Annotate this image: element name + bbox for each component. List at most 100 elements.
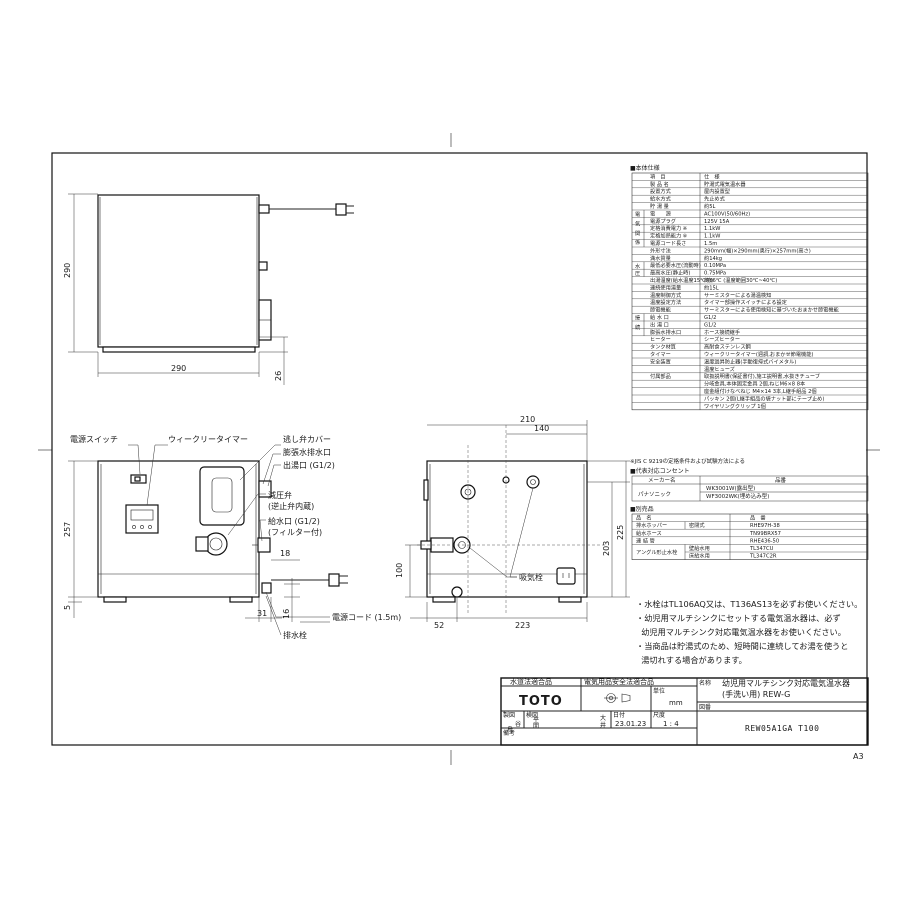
spec-row-value: 先止め式 [704,195,726,203]
top-view-body [97,194,260,348]
spec-row-item: 温度制御方式 [650,291,682,299]
spec-row-item: 製 品 名 [650,180,669,188]
spec-row-item: 最高水圧(静止時) [650,269,690,277]
side-view-outlet-socket [556,567,576,585]
unit-value: mm [669,699,683,707]
spec-row-item: 電 源 [650,209,672,217]
note-line-4: ・当商品は貯湯式のため、短時間に連続してお湯を使うと [636,641,848,651]
spec-row-item: 給水方式 [650,195,672,203]
check-name-2: 間 [533,723,539,730]
drain-plug [261,582,272,594]
label-drain-plug: 排水栓 [283,630,307,640]
label-filter: (フィルター付) [268,527,322,537]
spec-row-value: 貯湯式電気温水器 [704,180,746,188]
spec-row-value: サーミスターによる使用検知に基づいたおまかせ節電機能 [704,306,839,314]
note-line-5: 湯切れする場合があります。 [636,655,747,665]
outlet-maker: パナソニック [638,491,671,498]
spec-row-item: 温度設定方法 [650,298,681,306]
note-line-3: 幼児用マルチシンク対応電気温水器をお使いください。 [636,627,846,637]
unit-label: 単位 [653,687,665,695]
registration-marks [38,133,880,765]
sheet-border [51,152,868,746]
spec-row-value: 仕 様 [704,172,720,180]
made-label: 製図 [503,711,515,719]
dim-side-223: 223 [515,621,530,630]
inlet-fitting [257,537,271,553]
brand-logo: TOTO [519,694,563,709]
outlet-header-maker: メーカー名 [648,476,676,484]
label-hot-outlet: 出湯口 (G1/2) [283,460,335,470]
spec-row-value: ワイヤリングクリップ 1個 [704,402,766,410]
side-view: 210 140 52 223 203 225 100 [395,415,630,630]
parts-row-name: 給水ホース [636,529,662,537]
spec-row-item: 貯 湯 量 [650,202,669,210]
date-label: 日付 [613,711,625,719]
spec-row-item: タンク材質 [650,343,676,351]
spec-row-value: 0.10MPa [704,263,726,269]
dim-front-18: 18 [280,549,290,558]
parts-row-model: 品 番 [750,515,766,522]
made-name-2: 谷 [515,720,521,728]
check-name-1: 平 [533,717,539,724]
spec-row-value: G1/2 [704,315,716,321]
drain-cover [199,466,245,526]
outlet-title: ■代表対応コンセント [630,467,690,475]
sheet-size-label: A3 [853,752,864,761]
label-expansion-outlet: 膨張水排水口 [283,447,331,457]
spec-row-item: 出湯温度(給水温度15℃時) [650,276,713,284]
spec-row-item: 節電機能 [650,306,671,314]
dim-front-16: 16 [282,609,291,619]
check-label: 検図 [526,711,538,719]
parts-row-name: 連 結 管 [636,536,655,544]
spec-table: 項 目仕 様製 品 名貯湯式電気温水器設置方式屋内設置型給水方式先止め式貯 湯 … [631,172,869,411]
note-line-2: ・幼児用マルチシンクにセットする電気温水器は、必ず [636,613,841,623]
label-weekly-timer: ウィークリータイマー [168,435,248,444]
spec-row-item: 設置方式 [650,187,672,195]
spec-row-value: AC100V(50/60Hz) [704,211,750,217]
cert-water-law: 水道法適合品 [510,677,552,686]
parts-row-type: 密閉式 [689,521,705,529]
spec-row-item: 安全装置 [650,357,671,365]
dim-side-140: 140 [534,424,549,433]
spec-row-value: 約14kg [704,254,722,262]
dim-front-height: 257 [63,522,72,537]
parts-row-type: 壁給水用 [689,544,710,552]
spec-group-label: 圧 [635,270,640,277]
spec-group-label: 係 [635,238,640,246]
front-view: 257 5 16 31 18 [63,444,348,622]
spec-group-label: 水 [635,262,641,270]
spec-group-label: 続 [635,323,641,331]
spec-row-value: シーズヒーター [704,335,740,343]
drawing-number: REW05A1GA T100 [745,724,819,733]
outlet-item-1: WK3001W(露出型) [706,484,755,492]
spec-row-value: 1.5m [704,241,717,247]
outlet-header-model: 品番 [775,477,787,484]
parts-row-type: 床給水用 [689,552,710,560]
top-view: 290 290 26 [63,193,354,385]
label-drain-cover: 逃し弁カバー [283,434,331,444]
label-inlet: 給水口 (G1/2) [268,516,320,526]
parts-row-name: 排水ホッパー [636,521,667,529]
spec-row-item: ヒーター [650,335,671,343]
scale-value: 1 : 4 [663,720,679,728]
note-line-1: ・水栓はTL106AQ又は、T136AS13を必ずお使いください。 [636,599,862,609]
spec-row-value: 分岐金具,本体固定金具 2個,ねじM6×8 8本 [704,380,805,388]
parts-title: ■別売品 [630,505,654,513]
spec-title: ■本体仕様 [630,164,660,172]
spec-jis-note: ※JIS C 9219の定格条件および試験方法による [630,457,745,465]
dim-side-225: 225 [616,525,625,540]
parts-row-model: RHE97H-38 [750,523,780,529]
dim-front-31: 31 [257,609,267,618]
name-label: 名称 [699,679,711,687]
spec-row-item: 付属部品 [650,372,671,380]
approve-name-1: 大 [600,714,606,722]
outlet-item-2: WF3002WK(埋め込み型) [706,492,769,500]
dim-top-width: 290 [171,364,186,373]
dim-top-foot: 26 [274,371,283,381]
dim-side-52: 52 [434,621,444,630]
label-pressure-valve: 減圧弁 [268,490,292,500]
parts-row-model: RHE436-50 [750,538,779,544]
dim-side-210: 210 [520,415,535,424]
parts-row-name: アングル形止水栓 [636,548,678,556]
parts-row-model: TL347C2R [749,554,777,560]
